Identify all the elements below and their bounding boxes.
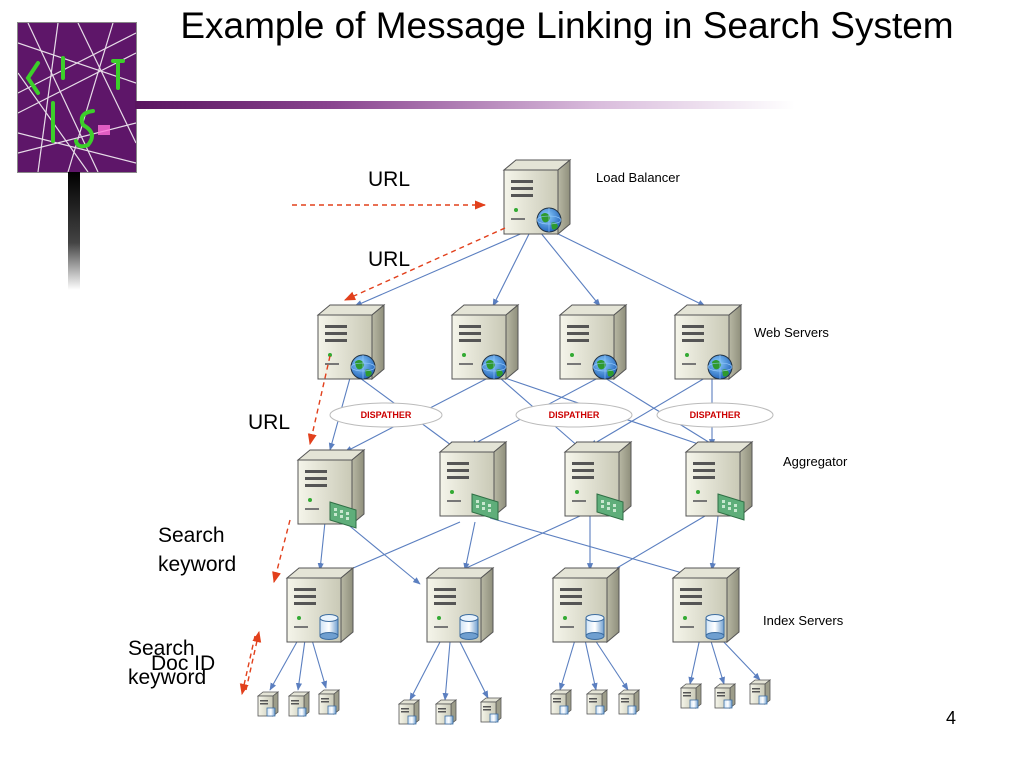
annotation-doc-id: Doc ID <box>151 652 215 675</box>
dispatcher-2: DISPATHER <box>515 402 633 428</box>
message-flow-arrows <box>239 200 506 696</box>
index-server <box>286 567 354 643</box>
label-index-servers: Index Servers <box>763 613 844 628</box>
dispatcher-3: DISPATHER <box>656 402 774 428</box>
annotation-url-3: URL <box>248 411 290 434</box>
slide-number: 4 <box>946 708 957 728</box>
aggregator-server <box>439 441 507 521</box>
web-server <box>674 304 742 380</box>
aggregator-server <box>297 449 365 529</box>
annotation-url-1: URL <box>368 168 410 191</box>
dispatcher-2-label: DISPATHER <box>549 410 600 420</box>
load-balancer-server <box>503 159 571 235</box>
dispatcher-3-label: DISPATHER <box>690 410 741 420</box>
index-server <box>672 567 740 643</box>
web-server <box>559 304 627 380</box>
index-server <box>426 567 494 643</box>
aggregator-server <box>564 441 632 521</box>
annotation-url-2: URL <box>368 248 410 271</box>
label-aggregator: Aggregator <box>783 454 848 469</box>
storage-nodes <box>257 679 771 725</box>
dispatcher-1-label: DISPATHER <box>361 410 412 420</box>
aggregator-server <box>685 441 753 521</box>
annotation-search-keyword-1: Search keyword <box>158 524 236 576</box>
annotation-search-keyword-2: Search keyword <box>128 637 206 689</box>
label-web-servers: Web Servers <box>754 325 829 340</box>
institute-logo <box>17 22 137 173</box>
dispatcher-1: DISPATHER <box>329 402 443 428</box>
label-load-balancer: Load Balancer <box>596 170 681 185</box>
slide-title: Example of Message Linking in Search Sys… <box>180 5 954 46</box>
decorative-title-underline <box>135 101 795 109</box>
decorative-vertical-bar <box>68 172 80 290</box>
index-server <box>552 567 620 643</box>
web-server <box>451 304 519 380</box>
